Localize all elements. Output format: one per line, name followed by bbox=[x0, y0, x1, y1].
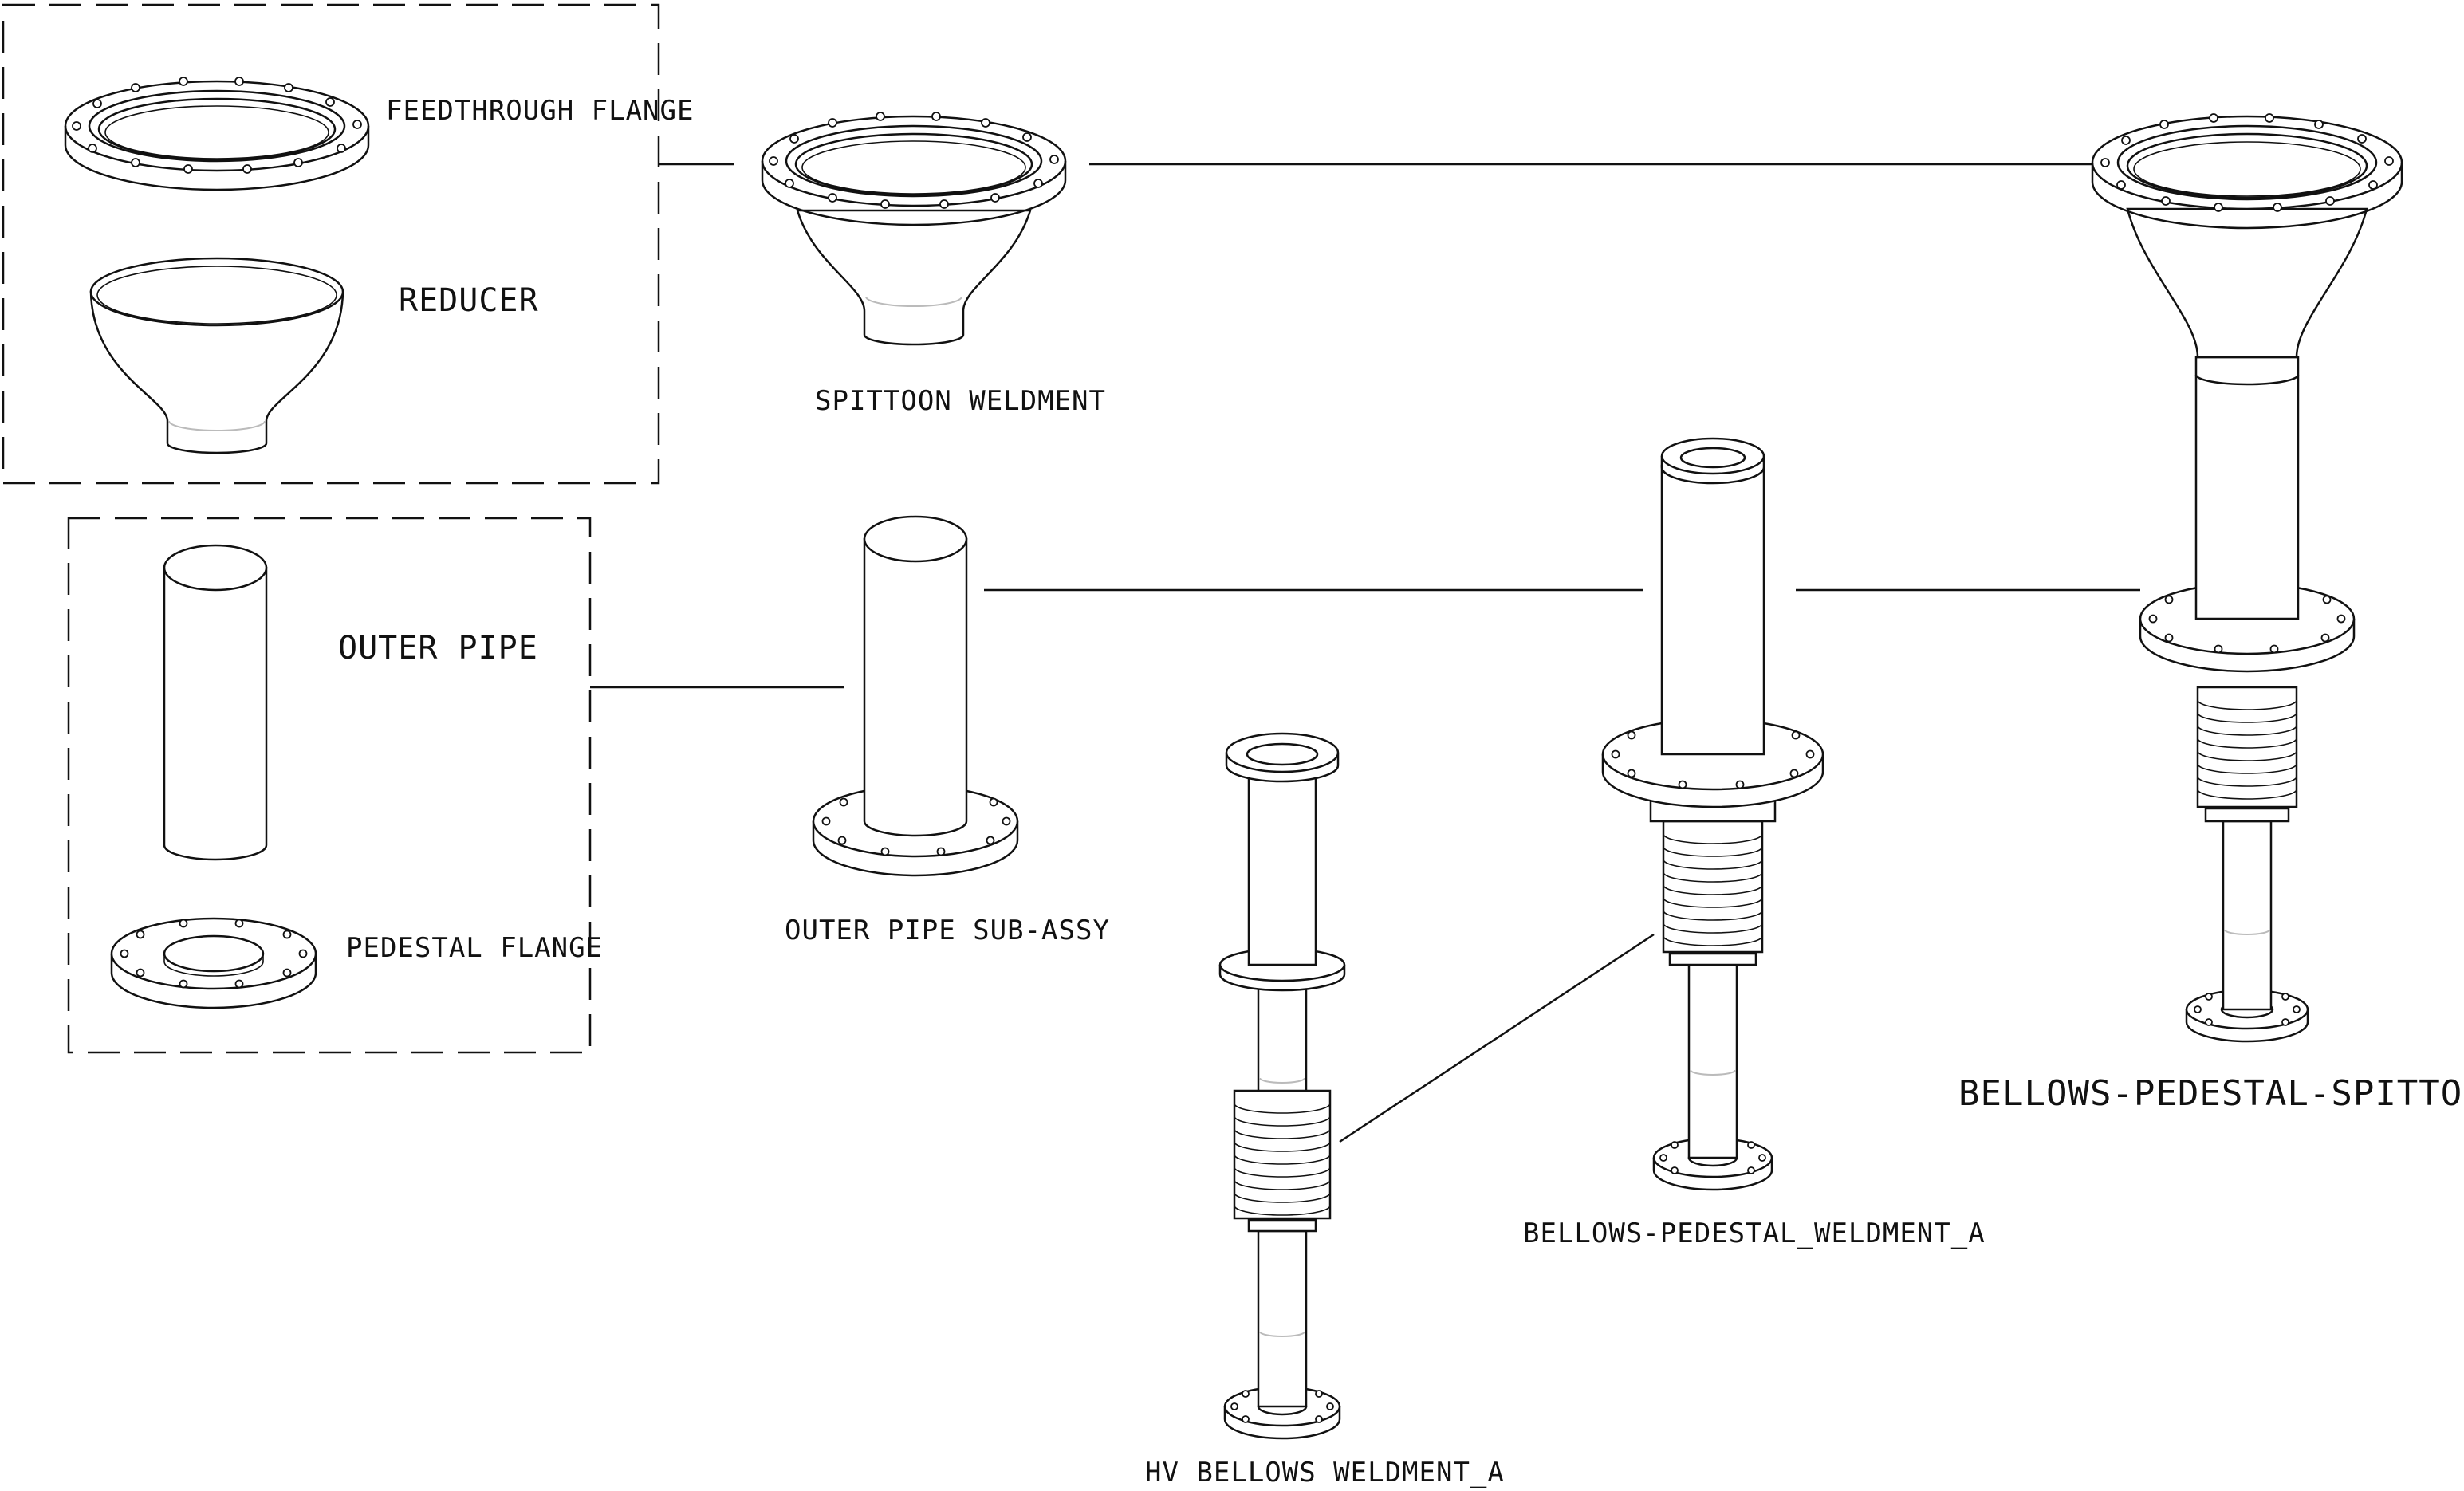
label-bellows-pedestal-weldment: BELLOWS-PEDESTAL_WELDMENT_A bbox=[1523, 1218, 1986, 1249]
bellows-pedestal-spittoon-part bbox=[2091, 113, 2403, 1043]
label-feedthrough-flange: FEEDTHROUGH FLANGE bbox=[386, 95, 694, 127]
group-box-spittoon-parts bbox=[2, 3, 660, 485]
feedthrough-flange-part bbox=[64, 77, 370, 191]
label-bellows-pedestal-spittoon: BELLOWS-PEDESTAL-SPITTOON_A bbox=[1958, 1073, 2464, 1114]
bolt-holes bbox=[821, 797, 1011, 856]
label-outer-pipe-sub-assy: OUTER PIPE SUB-ASSY bbox=[785, 915, 1110, 946]
connector-hv-bellows-to-bellows-pedestal bbox=[1339, 933, 1655, 1143]
spittoon-weldment-part bbox=[761, 112, 1067, 346]
pedestal-flange-part bbox=[110, 917, 317, 1009]
reducer-part bbox=[89, 257, 344, 454]
label-outer-pipe: OUTER PIPE bbox=[338, 630, 538, 667]
bolt-holes bbox=[2100, 113, 2394, 212]
label-spittoon-weldment: SPITTOON WELDMENT bbox=[815, 385, 1106, 417]
bolt-holes bbox=[1611, 730, 1815, 789]
label-pedestal-flange: PEDESTAL FLANGE bbox=[346, 932, 603, 964]
hv-bellows-weldment-part bbox=[1218, 732, 1346, 1440]
bolt-holes bbox=[72, 77, 362, 174]
label-hv-bellows-weldment: HV BELLOWS WELDMENT_A bbox=[1145, 1457, 1505, 1489]
outer-pipe-sub-assy-part bbox=[812, 515, 1019, 877]
label-reducer: REDUCER bbox=[399, 282, 539, 319]
connector-lines bbox=[590, 163, 2140, 1143]
outer-pipe-part bbox=[163, 544, 268, 861]
bolt-holes bbox=[2148, 595, 2346, 654]
bellows-pedestal-weldment-part bbox=[1601, 437, 1824, 1191]
bolt-holes bbox=[769, 112, 1059, 209]
bolt-holes bbox=[120, 919, 308, 989]
group-box-pipe-parts bbox=[67, 517, 592, 1054]
